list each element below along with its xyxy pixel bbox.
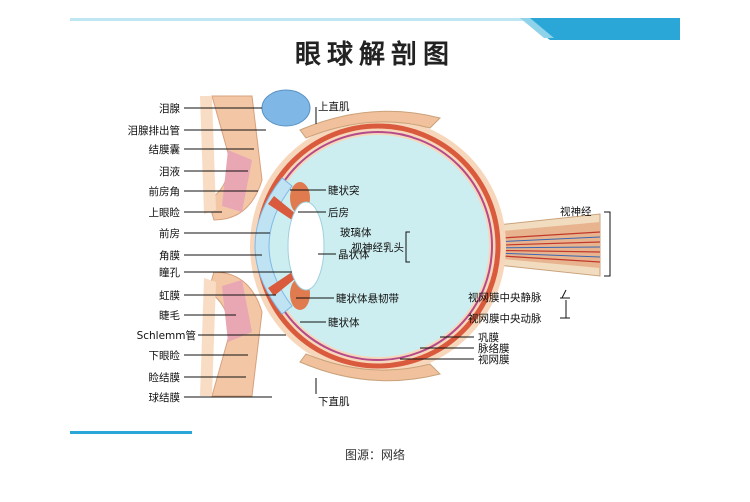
top-corner-accent [520,18,680,40]
label-choroid: 脉络膜 [478,342,510,355]
lacrimal-gland-shape [261,89,311,127]
label-lower-eyelid: 下眼睑 [149,349,181,362]
label-zonule: 睫状体悬韧带 [336,292,399,305]
label-eyelash: 睫毛 [159,310,180,322]
label-upper-eyelid: 上眼睑 [149,206,181,219]
label-ciliary-process: 睫状突 [328,184,360,197]
iris-lower-shape [268,272,296,296]
label-central-artery: 视网膜中央动脉 [468,312,542,325]
label-optic-disc: 视神经乳头 [352,241,405,254]
label-tears: 泪液 [159,165,180,178]
label-optic-nerve: 视神经 [560,205,592,218]
right-leader-lines [290,107,611,394]
iris-shape [268,196,296,220]
skin-lower [200,278,216,396]
label-anterior-chamber: 前房 [159,227,180,240]
left-leader-lines [184,107,292,398]
label-lacrimal-gland: 泪腺 [159,102,180,115]
label-anterior-chamber-angle: 前房角 [149,185,181,198]
lens-shape [287,201,325,291]
eye-anatomy-diagram: 泪腺 泪腺排出管 结膜囊 泪液 前房角 上眼睑 前房 角膜 瞳孔 虹膜 睫毛 S… [128,89,611,408]
superior-rectus-shape [299,110,441,139]
label-central-vein: 视网膜中央静脉 [468,291,542,304]
label-schlemm-canal: Schlemm管 [137,329,196,342]
skin-upper [200,96,216,214]
label-posterior-chamber: 后房 [328,206,349,219]
image-source-caption: 图源：网络 [344,448,405,462]
label-lacrimal-duct: 泪腺排出管 [128,124,181,137]
label-bulbar-conjunctiva: 球结膜 [149,391,181,404]
label-palpebral-conjunctiva: 睑结膜 [149,371,181,384]
label-retina: 视网膜 [478,353,510,366]
label-iris: 虹膜 [159,290,180,302]
cornea-shape [254,177,293,315]
label-lens: 晶状体 [338,248,370,261]
label-cornea: 角膜 [159,250,180,262]
label-conjunctival-sac: 结膜囊 [149,143,181,156]
diagram-title: 眼球解剖图 [294,40,455,70]
bottom-accent-bar [70,431,192,434]
label-ciliary-body: 睫状体 [328,316,360,329]
label-superior-rectus: 上直肌 [318,100,350,113]
label-pupil: 瞳孔 [159,266,180,279]
label-vitreous: 玻璃体 [340,226,372,239]
inferior-rectus-shape [299,353,441,382]
label-sclera: 巩膜 [478,332,499,344]
top-accent-bar [70,18,528,21]
upper-eyelid-inner [222,150,252,212]
label-inferior-rectus: 下直肌 [318,395,350,408]
